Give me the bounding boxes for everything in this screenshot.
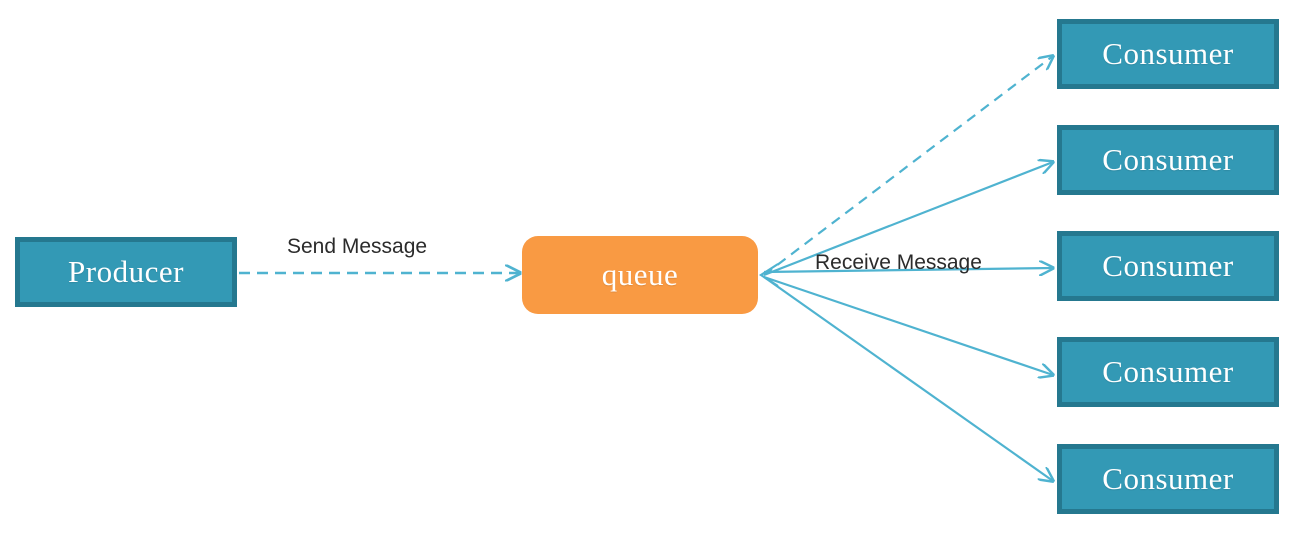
edge-queue-to-consumer-2	[763, 162, 1053, 277]
node-consumer-1-label: Consumer	[1102, 36, 1234, 71]
node-producer[interactable]: Producer	[15, 237, 237, 307]
node-consumer-5[interactable]: Consumer	[1057, 444, 1279, 514]
node-queue-label: queue	[601, 257, 679, 292]
edge-queue-to-consumer-5	[763, 276, 1053, 481]
node-consumer-3-label: Consumer	[1102, 248, 1234, 283]
node-consumer-1[interactable]: Consumer	[1057, 19, 1279, 89]
node-producer-label: Producer	[68, 254, 184, 289]
edge-queue-to-consumer-3	[763, 268, 1053, 272]
edge-label-receive-message: Receive Message	[815, 251, 982, 274]
edge-queue-to-consumer-4	[763, 275, 1053, 375]
node-consumer-4-label: Consumer	[1102, 354, 1234, 389]
edge-label-send-message: Send Message	[287, 235, 428, 258]
node-consumer-4[interactable]: Consumer	[1057, 337, 1279, 407]
node-queue[interactable]: queue	[522, 236, 758, 314]
edge-fan-origin-arrowhead	[758, 263, 779, 287]
node-consumer-2[interactable]: Consumer	[1057, 125, 1279, 195]
edge-queue-to-consumer-1	[763, 56, 1053, 276]
node-consumer-5-label: Consumer	[1102, 461, 1234, 496]
node-consumer-3[interactable]: Consumer	[1057, 231, 1279, 301]
node-consumer-2-label: Consumer	[1102, 142, 1234, 177]
